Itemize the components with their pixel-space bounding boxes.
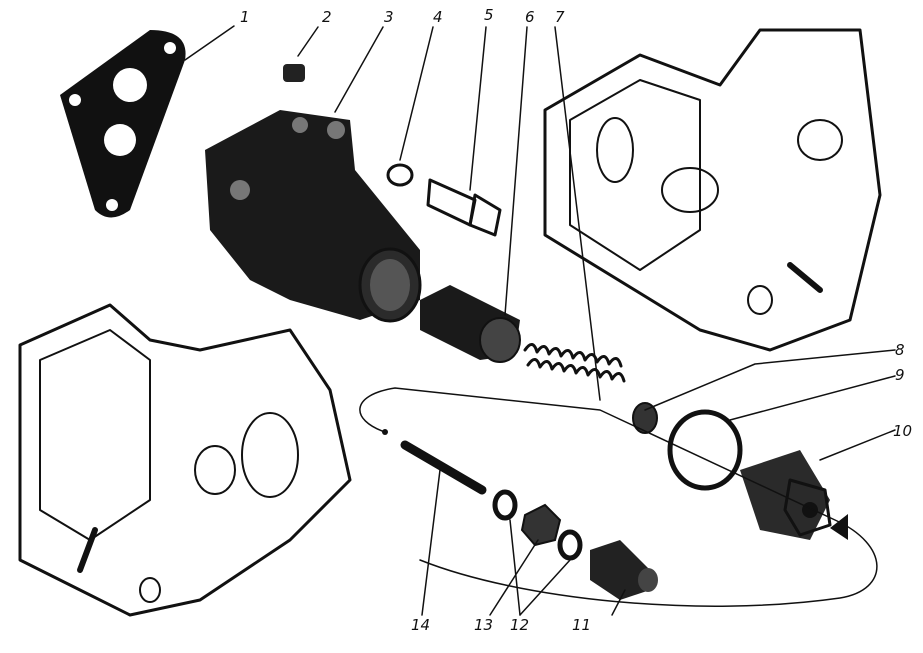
- callout-8: 8: [895, 341, 905, 359]
- callout-3: 3: [384, 8, 394, 26]
- part-7-spring: [523, 343, 626, 383]
- callout-10: 10: [893, 422, 912, 440]
- callout-11: 11: [572, 616, 591, 634]
- part-11-cap-nut: [590, 540, 658, 600]
- callout-5: 5: [484, 6, 494, 24]
- flow-path: [359, 387, 878, 607]
- housing-right: [543, 28, 882, 352]
- leader-lines: [184, 25, 896, 616]
- callout-2: 2: [322, 8, 332, 26]
- callout-6: 6: [525, 8, 535, 26]
- part-14-adjusting-screw: [400, 440, 487, 495]
- part-6-plunger: [420, 285, 521, 363]
- callout-13: 13: [474, 616, 493, 634]
- callout-7: 7: [555, 8, 565, 26]
- callout-12: 12: [510, 616, 529, 634]
- part-8-spring-seat: [632, 402, 658, 434]
- part-5-bolt: [426, 178, 502, 237]
- callout-1: 1: [240, 8, 250, 26]
- callout-14: 14: [411, 616, 430, 634]
- part-1-gasket: [60, 30, 186, 218]
- housing-left: [18, 303, 352, 617]
- part-13-lock-nut: [520, 503, 562, 547]
- part-4-lock-washer: [386, 163, 414, 187]
- part-10-plug-fitting: [740, 450, 832, 540]
- part-9-o-ring: [667, 409, 743, 491]
- callout-4: 4: [433, 8, 443, 26]
- part-12-washers: [492, 489, 583, 561]
- callout-9: 9: [895, 366, 905, 384]
- flow-arrow-icon: [830, 514, 848, 540]
- part-3-valve-body: [205, 110, 422, 323]
- part-2-plug: [283, 64, 305, 82]
